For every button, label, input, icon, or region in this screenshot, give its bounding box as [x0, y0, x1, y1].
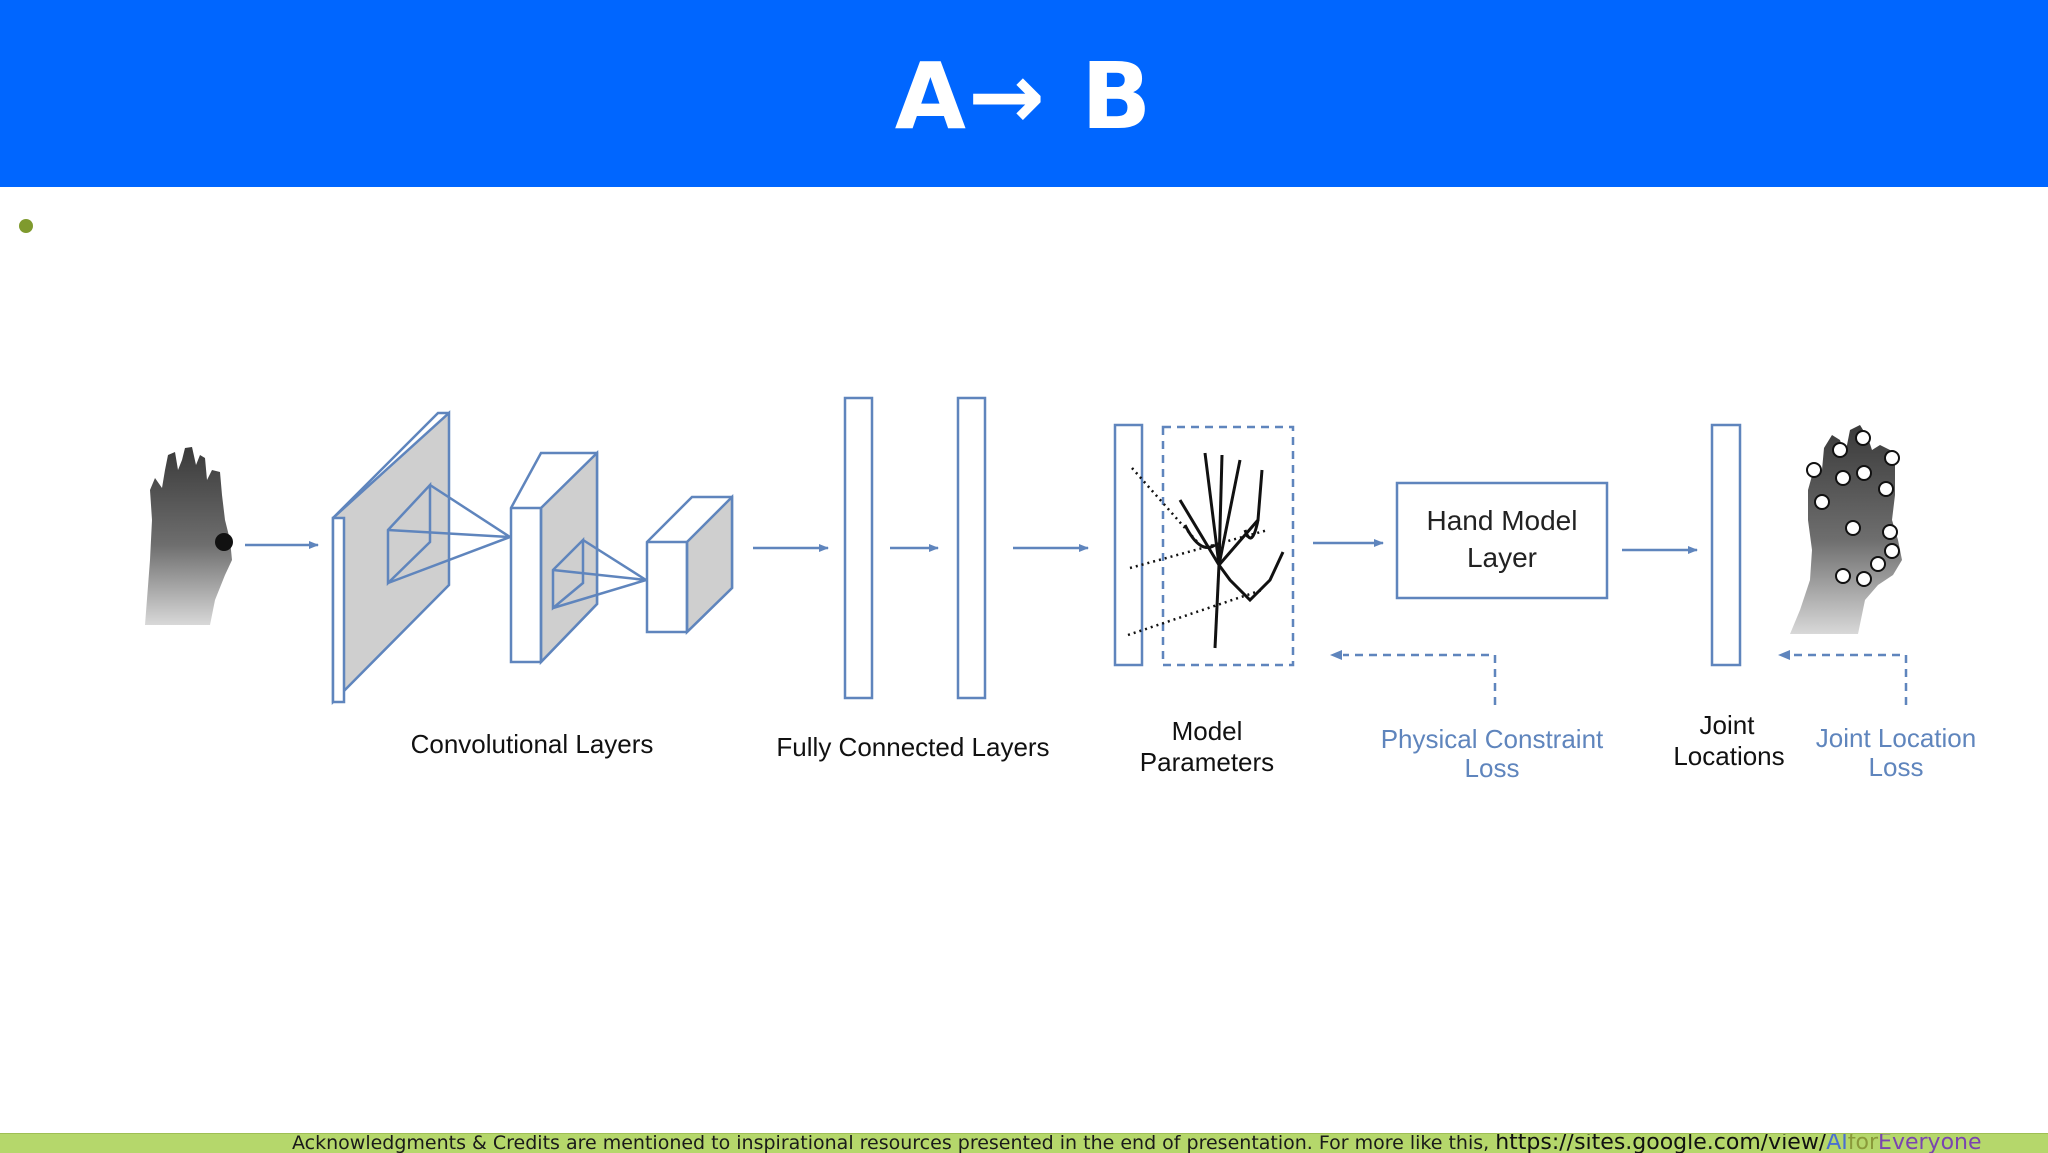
footer-url-everyone: Everyone: [1878, 1133, 1982, 1153]
fc-layer-2: [956, 396, 987, 700]
output-hand-image: [1790, 425, 1902, 634]
bullet-point: [19, 219, 33, 233]
footer-credits: Acknowledgments & Credits are mentioned …: [292, 1133, 1496, 1153]
hand-model-layer-line2: Layer: [1467, 542, 1537, 573]
label-physical-constraint-1: Physical Constraint: [1381, 724, 1604, 754]
label-model-parameters-2: Parameters: [1140, 747, 1274, 777]
label-joint-locations-1: Joint: [1700, 710, 1756, 740]
conv-block-1: [331, 410, 511, 706]
conv-block-3: [645, 493, 734, 635]
label-joint-locations-2: Locations: [1673, 741, 1784, 771]
slide-title: A→ B: [894, 43, 1154, 150]
physical-constraint-feedback-arrow: [1343, 653, 1497, 705]
params-layer: [1113, 423, 1144, 667]
dotted-constraint-lines: [1127, 467, 1269, 637]
conv-block-2: [509, 450, 647, 666]
physical-constraint-arrowhead: [1330, 650, 1342, 660]
slide-header: A→ B: [0, 0, 2048, 187]
footer-url-for: for: [1847, 1133, 1879, 1153]
label-convolutional-layers: Convolutional Layers: [411, 729, 654, 759]
fc-layer-1: [843, 396, 874, 700]
hand-model-layer-line1: Hand Model: [1427, 505, 1578, 536]
params-skeleton-box: [1161, 425, 1295, 667]
label-joint-location-loss-2: Loss: [1869, 752, 1924, 782]
hand-model-layer-box: [1395, 481, 1609, 600]
label-physical-constraint-2: Loss: [1465, 753, 1520, 783]
label-fully-connected-layers: Fully Connected Layers: [776, 732, 1049, 762]
footer-url-prefix: https://sites.google.com/view/: [1495, 1133, 1827, 1153]
joint-locations-layer: [1710, 423, 1742, 667]
input-hand-image: [145, 447, 233, 625]
footer-url-ai: AI: [1826, 1133, 1848, 1153]
joint-location-arrowhead: [1778, 650, 1790, 660]
footer-link[interactable]: https://sites.google.com/view/AIforEvery…: [1495, 1133, 1982, 1153]
footer-bar: Acknowledgments & Credits are mentioned …: [0, 1133, 2048, 1153]
hand-skeleton-icon: [1178, 452, 1285, 649]
label-joint-location-loss-1: Joint Location: [1816, 723, 1976, 753]
label-model-parameters-1: Model: [1172, 716, 1243, 746]
joint-location-feedback-arrow: [1792, 653, 1908, 705]
footer-text: Acknowledgments & Credits are mentioned …: [292, 1133, 1982, 1153]
